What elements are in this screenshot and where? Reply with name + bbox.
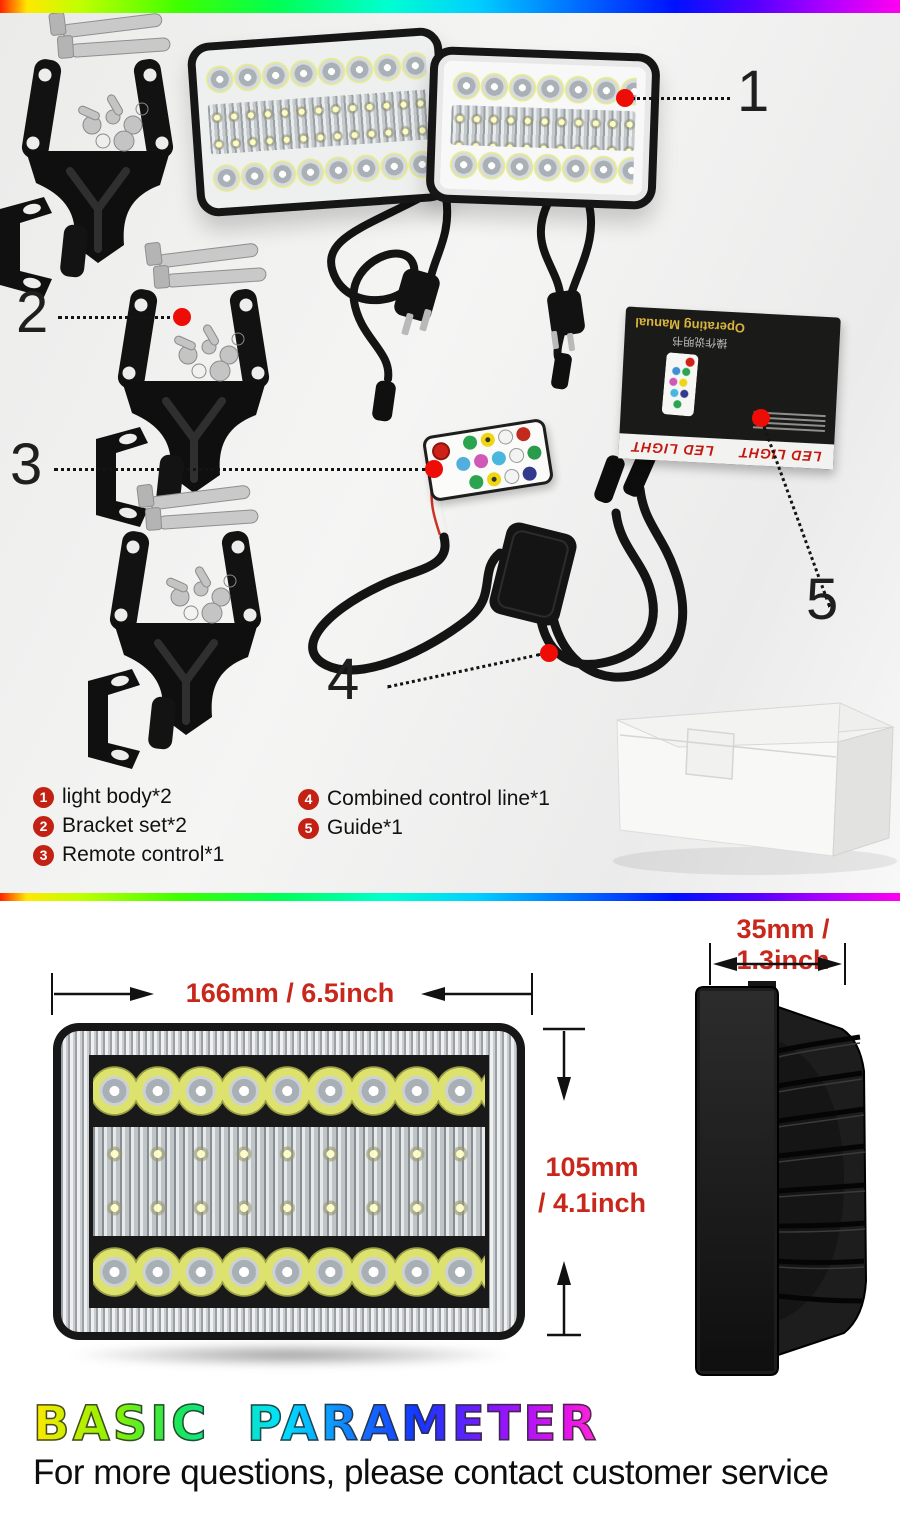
callout-number-4: 4 — [327, 647, 360, 712]
legend-badge-4: 4 — [298, 788, 319, 810]
red-marker-dot-4 — [540, 644, 558, 662]
callout-number-1: 1 — [737, 59, 770, 124]
combined-control-line — [308, 449, 688, 682]
red-marker-dot-3 — [425, 460, 443, 478]
remote-control — [421, 417, 555, 503]
nuts-and-washers — [78, 94, 149, 152]
legend-item-control-line: 4 Combined control line*1 — [298, 787, 550, 811]
legend-label: Guide*1 — [327, 816, 403, 839]
customer-service-note: For more questions, please contact custo… — [33, 1453, 829, 1492]
legend-label: Bracket set*2 — [62, 814, 187, 837]
legend-item-remote-control: 3 Remote control*1 — [33, 843, 224, 867]
legend-item-bracket-set: 2 Bracket set*2 — [33, 814, 187, 838]
packaging-box — [613, 702, 897, 875]
manual-brand-text: LED LIGHT — [630, 438, 715, 459]
height-dimension-line1: 105mm — [545, 1152, 639, 1182]
u-bracket — [0, 197, 52, 297]
led-grid-middle — [93, 1127, 485, 1236]
depth-dimension-label: 35mm / 1.3inch — [736, 914, 830, 975]
plug-right — [547, 289, 585, 390]
led-grid — [450, 105, 636, 151]
legend-badge-2: 2 — [33, 815, 54, 837]
width-dimension-arrows — [51, 973, 533, 1015]
legend-badge-3: 3 — [33, 844, 54, 866]
manual-title-mirrored: Operating Manual — [634, 314, 746, 336]
callout-number-5: 5 — [806, 567, 839, 632]
red-marker-dot-2 — [173, 308, 191, 326]
front-view-led-panel — [89, 1055, 489, 1308]
width-dimension-label: 166mm / 6.5inch — [185, 978, 395, 1008]
led-row — [449, 146, 635, 189]
mounting-bolts — [48, 13, 171, 59]
headlight-left-photo — [186, 26, 453, 218]
manual-remote-picture — [661, 352, 699, 417]
led-row — [451, 67, 637, 110]
legend-badge-5: 5 — [298, 817, 319, 839]
callout-line-2 — [58, 316, 178, 319]
height-dimension-arrows — [543, 1027, 585, 1337]
depth-dimension-arrows — [709, 943, 846, 985]
spacer-cylinder — [60, 224, 88, 278]
height-dimension-label: 105mm / 4.1inch — [532, 1149, 652, 1221]
plug-left — [394, 268, 440, 336]
headlight-left-lens — [194, 34, 445, 210]
y-bracket — [21, 59, 174, 263]
front-view-drawing — [53, 1023, 525, 1340]
parameter-section: 35mm / 1.3inch — [0, 901, 900, 1520]
manual-brand-text: LED LIGHT — [738, 444, 822, 465]
side-view-drawing — [695, 981, 868, 1376]
height-dimension-line2: / 4.1inch — [537, 1188, 647, 1218]
callout-line-1 — [632, 97, 730, 100]
operating-manual: Operating Manual 操作说明书 LED LIGHT LED LIG… — [618, 306, 841, 470]
red-marker-dot-1 — [616, 89, 634, 107]
legend-label: Remote control*1 — [62, 843, 225, 866]
rainbow-bar-divider — [0, 893, 900, 901]
red-marker-dot-5 — [752, 409, 770, 427]
callout-number-2: 2 — [16, 280, 49, 345]
legend-badge-1: 1 — [33, 786, 54, 808]
power-cable-left — [327, 193, 452, 383]
headlight-right-lens — [433, 54, 653, 202]
headlight-right-photo — [425, 46, 661, 210]
kit-photo-art — [0, 13, 897, 875]
bracket-set-2 — [88, 484, 263, 769]
legend-item-light-body: 1 light body*2 — [33, 785, 172, 809]
callout-number-3: 3 — [10, 432, 43, 497]
connector-left — [372, 380, 396, 422]
remote-buttons — [432, 427, 542, 490]
rainbow-bar-top — [0, 0, 900, 13]
kit-photo-section: Operating Manual 操作说明书 LED LIGHT LED LIG… — [0, 13, 900, 893]
callout-line-3 — [54, 468, 426, 471]
legend-item-guide: 5 Guide*1 — [298, 816, 403, 840]
led-row-bottom — [93, 1240, 485, 1304]
led-row-top — [93, 1059, 485, 1123]
manual-subtitle-mirrored: 操作说明书 — [672, 333, 728, 349]
bracket-set-1 — [96, 242, 271, 527]
legend-label: Combined control line*1 — [327, 787, 550, 810]
front-view-reflection — [65, 1343, 515, 1367]
section-heading: BASIC PARAMETER — [32, 1395, 600, 1453]
legend-label: light body*2 — [62, 785, 172, 808]
